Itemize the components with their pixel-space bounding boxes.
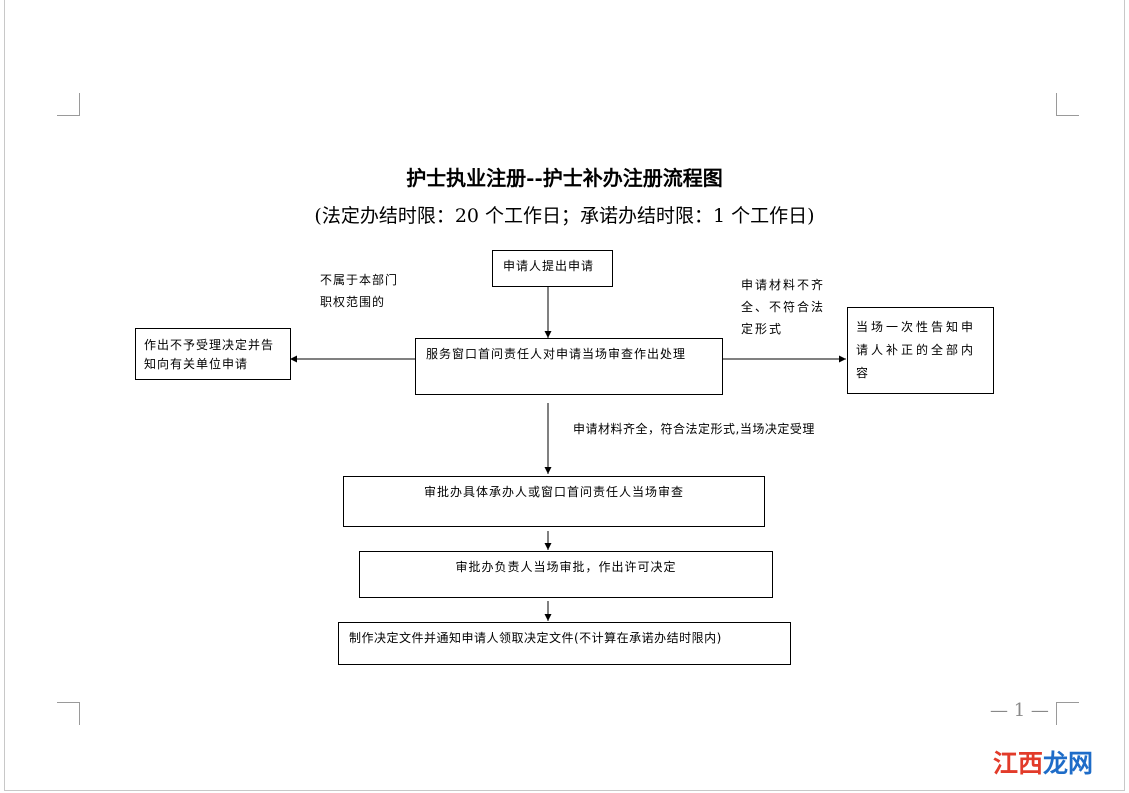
edge-label-not-scope: 不属于本部门职权范围的 — [320, 273, 399, 309]
node-reject-text: 作出不予受理决定并告知向有关单位申请 — [144, 338, 275, 371]
node-issue: 制作决定文件并通知申请人领取决定文件(不计算在承诺办结时限内) — [338, 622, 791, 665]
node-approve-text: 审批办负责人当场审批，作出许可决定 — [455, 560, 677, 574]
crop-mark-top-left — [57, 93, 80, 116]
node-review: 审批办具体承办人或窗口首问责任人当场审查 — [343, 476, 765, 527]
node-process: 服务窗口首问责任人对申请当场审查作出处理 — [415, 338, 723, 395]
edge-label-incomplete: 申请材料不齐全、不符合法定形式 — [741, 278, 826, 336]
node-apply-text: 申请人提出申请 — [503, 259, 595, 273]
node-apply: 申请人提出申请 — [492, 250, 613, 287]
page-number: — 1 — — [990, 700, 1049, 721]
crop-mark-bottom-right — [1056, 702, 1079, 725]
watermark-text-2: 龙网 — [1043, 749, 1094, 778]
crop-mark-top-right — [1056, 93, 1079, 116]
node-approve: 审批办负责人当场审批，作出许可决定 — [359, 551, 773, 598]
node-process-text: 服务窗口首问责任人对申请当场审查作出处理 — [426, 347, 687, 361]
node-notify: 当场一次性告知申请人补正的全部内容 — [847, 307, 994, 394]
node-reject: 作出不予受理决定并告知向有关单位申请 — [135, 328, 291, 380]
node-review-text: 审批办具体承办人或窗口首问责任人当场审查 — [423, 485, 684, 499]
crop-mark-bottom-left — [57, 702, 80, 725]
watermark-logo: 江西龙网 — [993, 744, 1093, 780]
page-subtitle: (法定办结时限：20 个工作日；承诺办结时限：1 个工作日) — [314, 205, 815, 227]
page-title: 护士执业注册--护士补办注册流程图 — [406, 166, 723, 190]
edge-label-accepted: 申请材料齐全，符合法定形式,当场决定受理 — [573, 422, 815, 436]
page-border — [4, 0, 1125, 791]
watermark-text-1: 江西 — [993, 749, 1044, 778]
node-issue-text: 制作决定文件并通知申请人领取决定文件(不计算在承诺办结时限内) — [349, 631, 722, 645]
node-notify-text: 当场一次性告知申请人补正的全部内容 — [856, 320, 977, 380]
